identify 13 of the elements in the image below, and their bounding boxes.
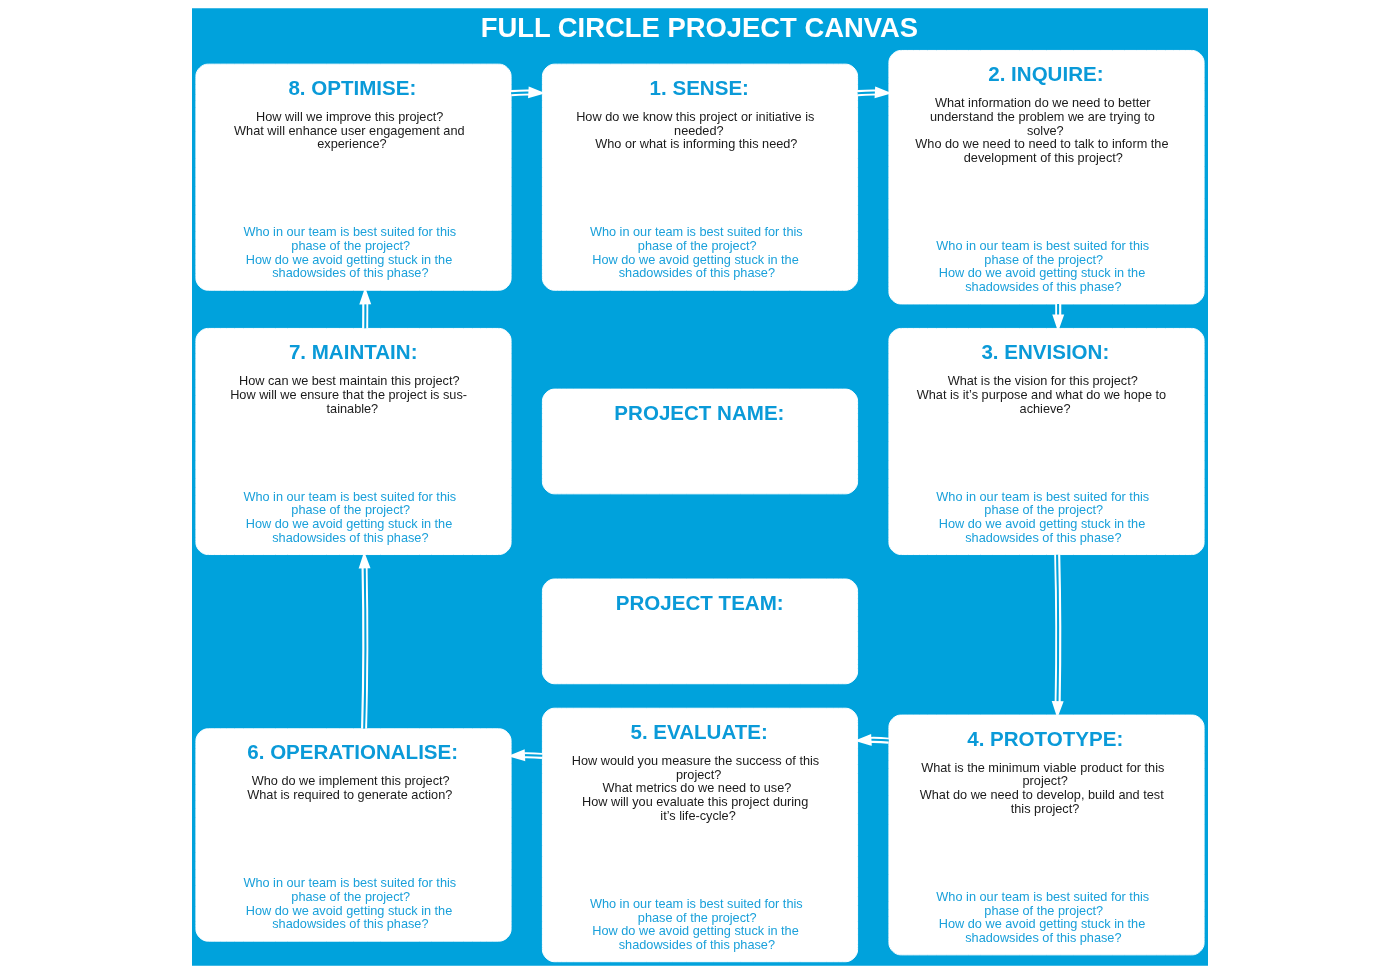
arrow xyxy=(358,551,371,729)
node-box: 8. OPTIMISE: How will we improve this project? What will enhance user engagement and experience? Who in our team is best suited for this phase of the project? How do we avoid getting stuck in the shadowsides of this phase? xyxy=(195,63,512,291)
arrow xyxy=(359,287,372,329)
node-box: 5. EVALUATE: How would you measure the success of this project? What metrics do we need to use? How will you evaluate this project during it’s life-cycle? Who in our team is best suited for this phase of the project? How do we avoid getting stuck in the shadowsides of this phase? xyxy=(541,707,859,963)
node-box: 1. SENSE: How do we know this project or initiative is needed? Who or what is informing this need? Who in our team is best suited for this phase of the project? How do we avoid getting stuck in the shadowsides of this phase? xyxy=(541,63,859,291)
node-box: PROJECT NAME: xyxy=(541,388,859,495)
node-box: 2. INQUIRE: What information do we need to better understand the problem we are trying to solve? Who do we need to need to talk to inform the development of this project? Who in our team is best suited for this phase of the project? How do we avoid getting stuck in the shadowsides of this phase? xyxy=(888,49,1205,305)
node-box: PROJECT TEAM: xyxy=(541,578,859,685)
node-box: 7. MAINTAIN: How can we best maintain this project? How will we ensure that the project is sus- tainable? Who in our team is best suited for this phase of the project? How do we avoid getting stuck in the shadowsides of this phase? xyxy=(195,327,512,556)
node-box: 4. PROTOTYPE: What is the minimum viable product for this project? What do we need to develop, build and test this project? Who in our team is best suited for this phase of the project? How do we avoid getting stuck in the shadowsides of this phase? xyxy=(888,714,1205,956)
node-box: 6. OPERATIONALISE: Who do we implement this project? What is required to generate action? Who in our team is best suited for this phase of the project? How do we avoid getting stuck in the shadowsides of this phase? xyxy=(195,728,512,942)
diagram-title: FULL CIRCLE PROJECT CANVAS xyxy=(480,12,919,44)
node-box: 3. ENVISION: What is the vision for this project? What is it’s purpose and what do we hope to achieve? Who in our team is best suited for this phase of the project? How do we avoid getting stuck in the shadowsides of this phase? xyxy=(888,327,1205,556)
